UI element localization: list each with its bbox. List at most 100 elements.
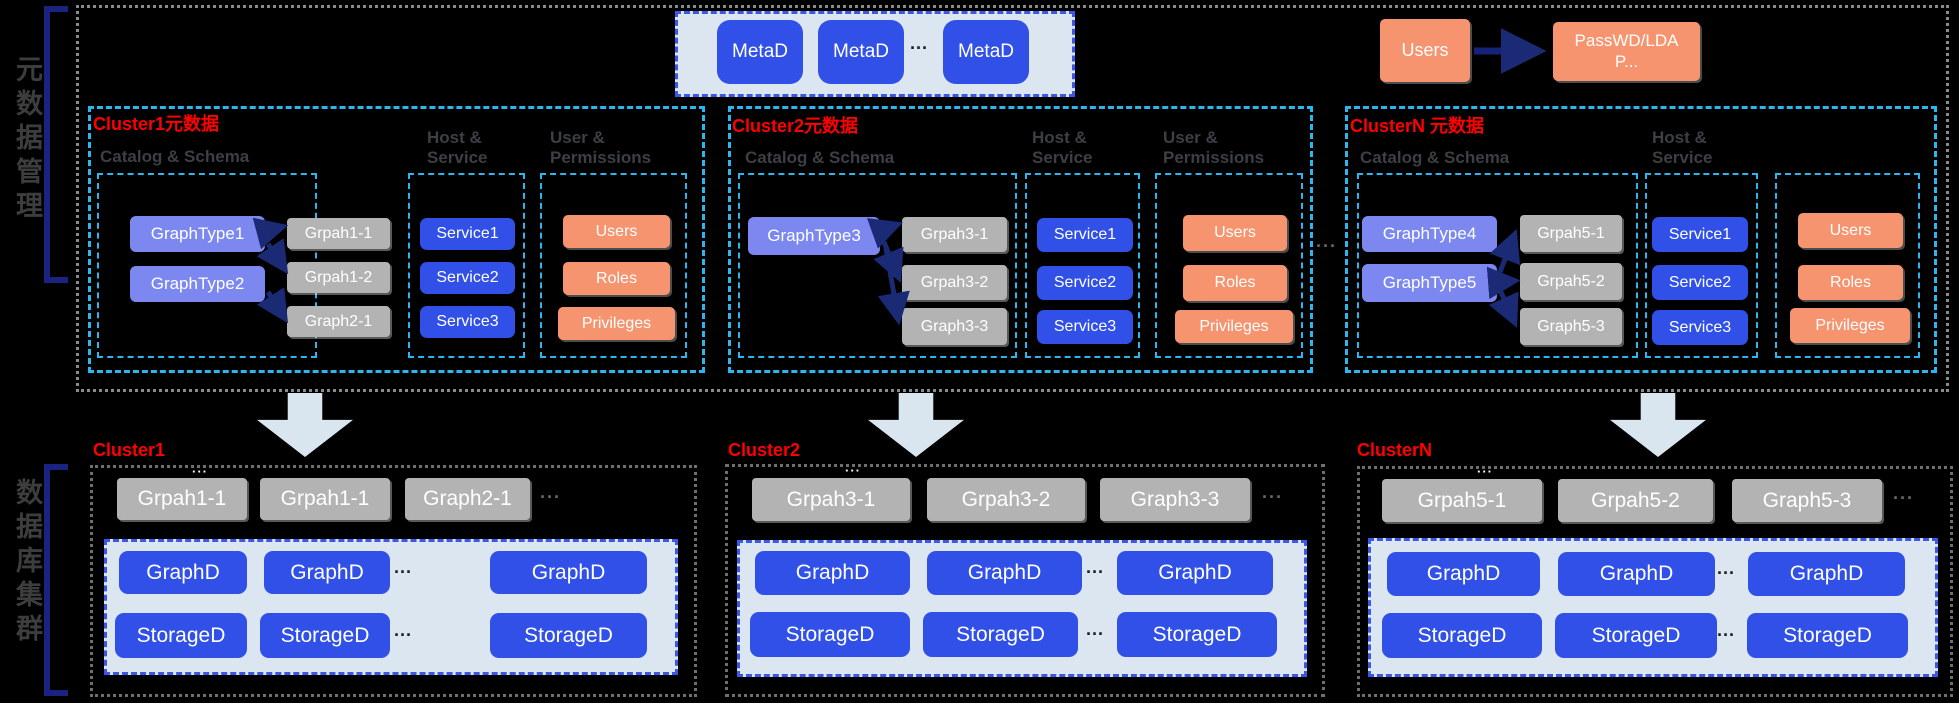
roles-box: Roles (1183, 265, 1287, 301)
graph-box: Graph3-3 (902, 308, 1007, 345)
clusterN-catalog-label: Catalog & Schema (1360, 148, 1510, 167)
roles-box: Roles (1798, 265, 1903, 300)
graph-box: Graph5-3 (1520, 308, 1622, 345)
service-box: Service3 (1652, 310, 1748, 345)
storaged-box: StorageD (1747, 613, 1908, 658)
cluster2-graphs-ellipsis: ··· (1262, 487, 1283, 507)
users-box: Users (563, 215, 670, 248)
graphtype-box: GraphType5 (1362, 264, 1497, 302)
graphd-box: GraphD (264, 551, 390, 594)
meta-clusters-ellipsis: ··· (1316, 236, 1337, 256)
metad-node: MetaD (943, 20, 1029, 84)
clusterN-user-box (1775, 173, 1920, 358)
cluster1-box (90, 465, 697, 697)
service-box: Service2 (420, 262, 515, 294)
cluster2-top-ellipsis: ··· (845, 463, 861, 478)
metadata-management-container (76, 5, 1949, 392)
down-arrow-icon (257, 393, 353, 457)
graph-box: Grpah1-1 (287, 218, 390, 249)
db-cluster-bracket (44, 464, 68, 696)
down-arrow-icon (1610, 393, 1706, 457)
cluster1-storaged-ellipsis: ··· (394, 625, 412, 645)
storaged-box: StorageD (1117, 612, 1277, 657)
graphd-box: GraphD (927, 551, 1082, 595)
graphd-box: GraphD (1748, 552, 1905, 596)
cluster2-host-box (1025, 173, 1140, 358)
host-label-line1: Host & (1652, 128, 1707, 147)
auth-users-box: Users (1380, 19, 1470, 82)
cluster1-host-label: Host & Service (427, 128, 488, 167)
service-box: Service2 (1652, 265, 1748, 300)
storaged-box: StorageD (750, 612, 910, 657)
clusterN-title: ClusterN (1357, 440, 1433, 460)
graph-partition-box: Grpah1-1 (117, 478, 247, 520)
graph-partition-box: Graph5-3 (1732, 479, 1882, 522)
users-box: Users (1183, 215, 1287, 251)
host-label-line2: Service (427, 147, 488, 167)
cluster2-box (725, 464, 1325, 697)
cluster1-graphs-ellipsis: ··· (540, 487, 561, 507)
graph-box: Graph2-1 (287, 306, 390, 337)
graph-partition-box: Grpah1-1 (260, 478, 390, 520)
graphd-box: GraphD (119, 551, 247, 594)
service-box: Service3 (1037, 310, 1133, 344)
privileges-box: Privileges (1790, 308, 1910, 343)
cluster1-host-box (408, 173, 525, 358)
cluster1-user-label: User & Permissions (550, 128, 651, 167)
metad-node: MetaD (818, 20, 904, 84)
graph-partition-box: Grpah5-2 (1558, 479, 1713, 522)
storaged-box: StorageD (1555, 613, 1717, 658)
cluster1-top-ellipsis: ··· (192, 464, 208, 479)
storaged-box: StorageD (923, 612, 1078, 657)
graphd-box: GraphD (1558, 552, 1715, 596)
clusterN-graphs-ellipsis: ··· (1893, 488, 1914, 508)
graph-partition-box: Grpah3-2 (927, 478, 1085, 521)
service-box: Service1 (420, 218, 515, 250)
storaged-box: StorageD (260, 613, 390, 658)
db-cluster-rail-label: 数据库集群 (12, 478, 42, 648)
service-box: Service2 (1037, 266, 1133, 300)
clusterN-metadata-title: ClusterN 元数据 (1350, 116, 1485, 136)
storaged-box: StorageD (490, 613, 647, 658)
host-label-line1: Host & (427, 128, 482, 147)
graphd-box: GraphD (1387, 552, 1540, 596)
cluster2-catalog-label: Catalog & Schema (745, 148, 895, 167)
graph-partition-box: Graph2-1 (405, 478, 530, 520)
host-label-line2: Service (1032, 147, 1093, 167)
host-label-line2: Service (1652, 147, 1713, 167)
user-label-line1: User & (550, 128, 605, 147)
clusterN-storaged-ellipsis: ··· (1717, 625, 1735, 645)
cluster2-graphd-ellipsis: ··· (1086, 562, 1104, 582)
passwd-line2: P... (1614, 51, 1639, 71)
metad-node: MetaD (717, 20, 803, 84)
cluster1-metadata-title: Cluster1元数据 (93, 114, 220, 134)
cluster2-metadata-title: Cluster2元数据 (732, 116, 859, 136)
graphtype-box: GraphType2 (130, 266, 265, 302)
storaged-box: StorageD (115, 613, 247, 658)
graphtype-box: GraphType3 (748, 217, 880, 255)
graph-box: Grpah5-2 (1520, 263, 1622, 300)
users-box: Users (1798, 213, 1903, 248)
user-label-line2: Permissions (1163, 147, 1265, 167)
metad-ellipsis: ··· (910, 38, 928, 58)
cluster2-catalog-box (738, 173, 1017, 358)
graphd-box: GraphD (755, 551, 910, 595)
cluster1-graphd-ellipsis: ··· (394, 562, 412, 582)
user-label-line2: Permissions (550, 147, 652, 167)
graph-box: Grpah5-1 (1520, 215, 1622, 252)
host-label-line1: Host & (1032, 128, 1087, 147)
cluster1-catalog-label: Catalog & Schema (100, 147, 250, 166)
clusterN-graphd-ellipsis: ··· (1717, 563, 1735, 583)
meta-management-rail-label: 元数据管理 (12, 55, 42, 225)
clusterN-metadata-box (1345, 106, 1937, 373)
user-label-line1: User & (1163, 128, 1218, 147)
cluster2-storaged-ellipsis: ··· (1086, 624, 1104, 644)
auth-passwd-ldap-box: PassWD/LDA P... (1553, 22, 1700, 81)
graphd-box: GraphD (1117, 551, 1273, 595)
meta-management-bracket (44, 6, 68, 283)
clusterN-box (1357, 466, 1953, 697)
roles-box: Roles (563, 262, 670, 295)
graph-partition-box: Grpah3-1 (752, 478, 910, 521)
graph-box: Grpah3-2 (902, 265, 1007, 300)
graph-box: Grpah1-2 (287, 262, 390, 293)
